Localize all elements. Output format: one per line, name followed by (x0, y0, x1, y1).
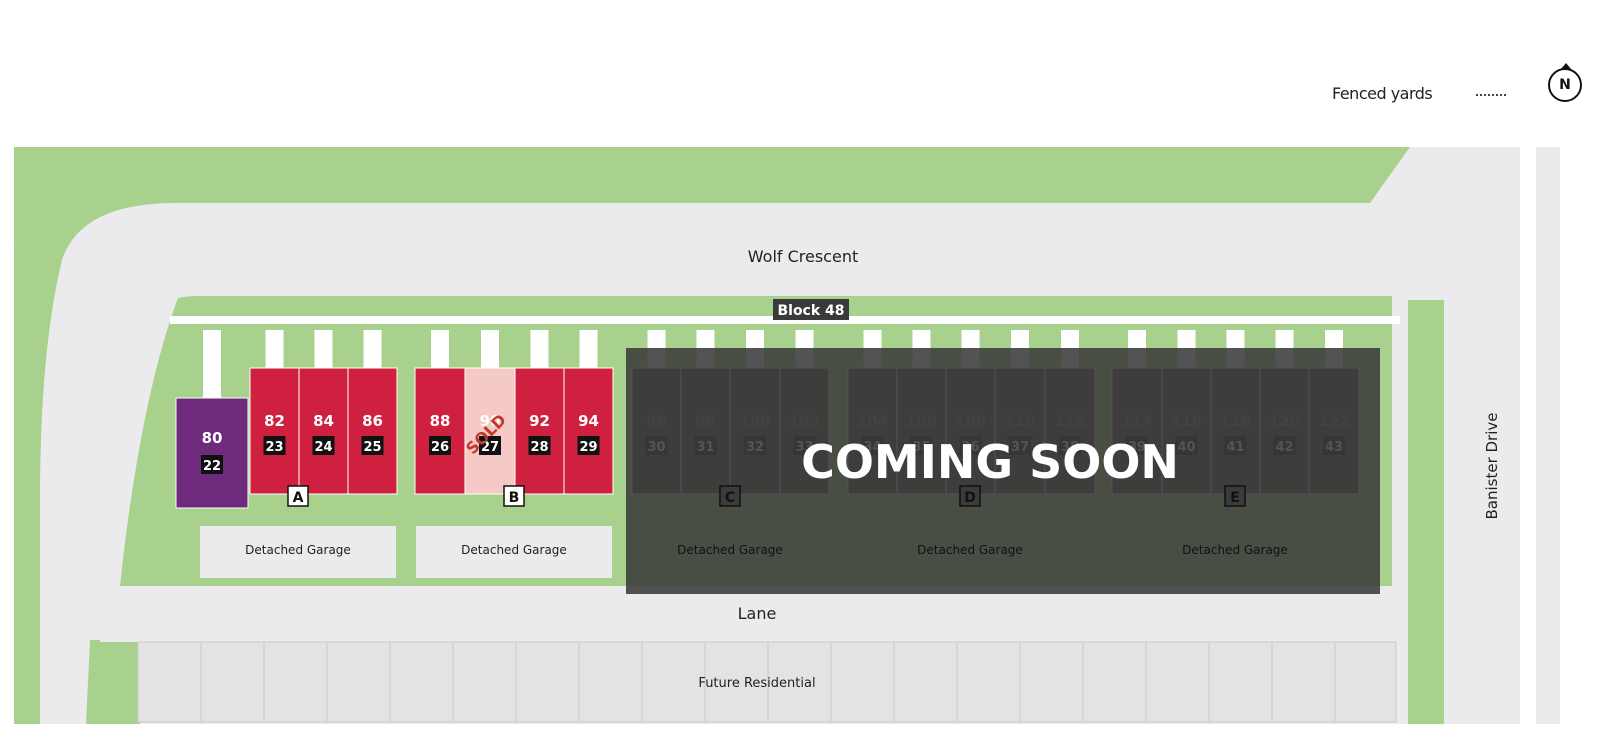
unit-88[interactable]: 88 26 (414, 330, 466, 495)
lot-number: 22 (203, 459, 221, 474)
unit-address: 94 (578, 412, 599, 430)
building-marker-box (287, 485, 309, 507)
compass-arrow-icon (1561, 63, 1571, 69)
unit-address: 82 (264, 412, 285, 430)
building-marker-box (1224, 485, 1246, 507)
unit-94[interactable]: 94 29 (563, 330, 614, 495)
banister-drive-label: Banister Drive (1483, 412, 1501, 519)
building-letter: C (725, 490, 735, 506)
unit-80[interactable]: 80 22 (175, 330, 249, 509)
overlay-content: A B C D E (287, 485, 1246, 507)
garage-e-label: Detached Garage (1182, 543, 1288, 557)
future-residential-lots (200, 642, 1336, 722)
fenced-yards-label: Fenced yards (1332, 84, 1433, 103)
lot-number: 23 (265, 440, 283, 455)
unit-footprint (464, 367, 516, 495)
unit-92[interactable]: 92 28 (514, 330, 565, 495)
garage-d-label: Detached Garage (917, 543, 1023, 557)
lot-number: 27 (481, 440, 499, 455)
unit-footprint (298, 367, 349, 495)
coming-soon-label: COMING SOON (801, 435, 1179, 489)
grass-north (14, 147, 1410, 260)
grass-west-inner (86, 640, 140, 724)
unit-footprint (414, 367, 466, 495)
unit-82[interactable]: 82 23 (249, 330, 300, 495)
unit-address: 84 (313, 412, 334, 430)
fenced-yards-line-icon (1476, 94, 1506, 96)
block-48-label: Block 48 (777, 303, 844, 319)
driveway (579, 330, 598, 368)
grass-east-strip (1408, 300, 1444, 724)
wolf-crescent-label: Wolf Crescent (748, 247, 858, 266)
future-residential-area (137, 641, 1397, 723)
lot-number: 28 (530, 440, 548, 455)
unit-84[interactable]: 84 24 (298, 330, 349, 495)
unit-footprint (249, 367, 300, 495)
lot-badge (429, 436, 451, 455)
driveway (431, 330, 449, 368)
building-letter: B (509, 490, 520, 506)
building-d-marker: D (959, 485, 981, 507)
lot-badge (577, 436, 600, 455)
building-marker-box (719, 485, 741, 507)
driveway (203, 330, 221, 398)
building-marker-box (959, 485, 981, 507)
building-letter: E (1230, 490, 1240, 506)
building-letter: A (293, 490, 304, 506)
building-a-marker: A (287, 485, 309, 507)
lot-badge (361, 436, 384, 455)
unit-address: 92 (529, 412, 550, 430)
compass-label: N (1559, 77, 1571, 93)
grass-east (1476, 147, 1536, 724)
driveway (265, 330, 284, 368)
future-residential-label: Future Residential (698, 676, 815, 691)
building-letter: D (964, 490, 976, 506)
unit-address: 80 (202, 429, 223, 447)
building-e-marker: E (1224, 485, 1246, 507)
unit-footprint (347, 367, 398, 495)
garage-b-label: Detached Garage (461, 543, 567, 557)
north-compass-icon: N (1548, 63, 1582, 102)
unit-footprint (514, 367, 565, 495)
detached-garage-b (416, 526, 612, 578)
lot-badge (528, 436, 551, 455)
lot-badge (201, 455, 223, 474)
lot-badge (479, 436, 501, 455)
lot-number: 25 (363, 440, 381, 455)
block-48-badge (773, 299, 849, 320)
building-c-marker: C (719, 485, 741, 507)
driveway (481, 330, 499, 368)
building-b-marker: B (503, 485, 525, 507)
unit-footprint (175, 397, 249, 509)
lot-number: 24 (314, 440, 332, 455)
lot-badge (312, 436, 335, 455)
unit-86[interactable]: 86 25 (347, 330, 398, 495)
unit-footprint (563, 367, 614, 495)
unit-address: 90 (480, 412, 501, 430)
building-marker-box (503, 485, 525, 507)
unit-address: 88 (430, 412, 451, 430)
lot-number: 26 (431, 440, 449, 455)
grass-west (14, 240, 62, 724)
lane-road (100, 586, 1400, 642)
legend: Fenced yards N (1320, 63, 1590, 110)
detached-garage-a (200, 526, 396, 578)
coming-soon-overlay (626, 348, 1380, 594)
garage-a-label: Detached Garage (245, 543, 351, 557)
lane-label: Lane (738, 604, 777, 623)
garage-c-label: Detached Garage (677, 543, 783, 557)
driveway (314, 330, 333, 368)
driveway (363, 330, 382, 368)
lot-number: 29 (579, 440, 597, 455)
driveway (530, 330, 549, 368)
unit-address: 86 (362, 412, 383, 430)
lot-badge (263, 436, 286, 455)
